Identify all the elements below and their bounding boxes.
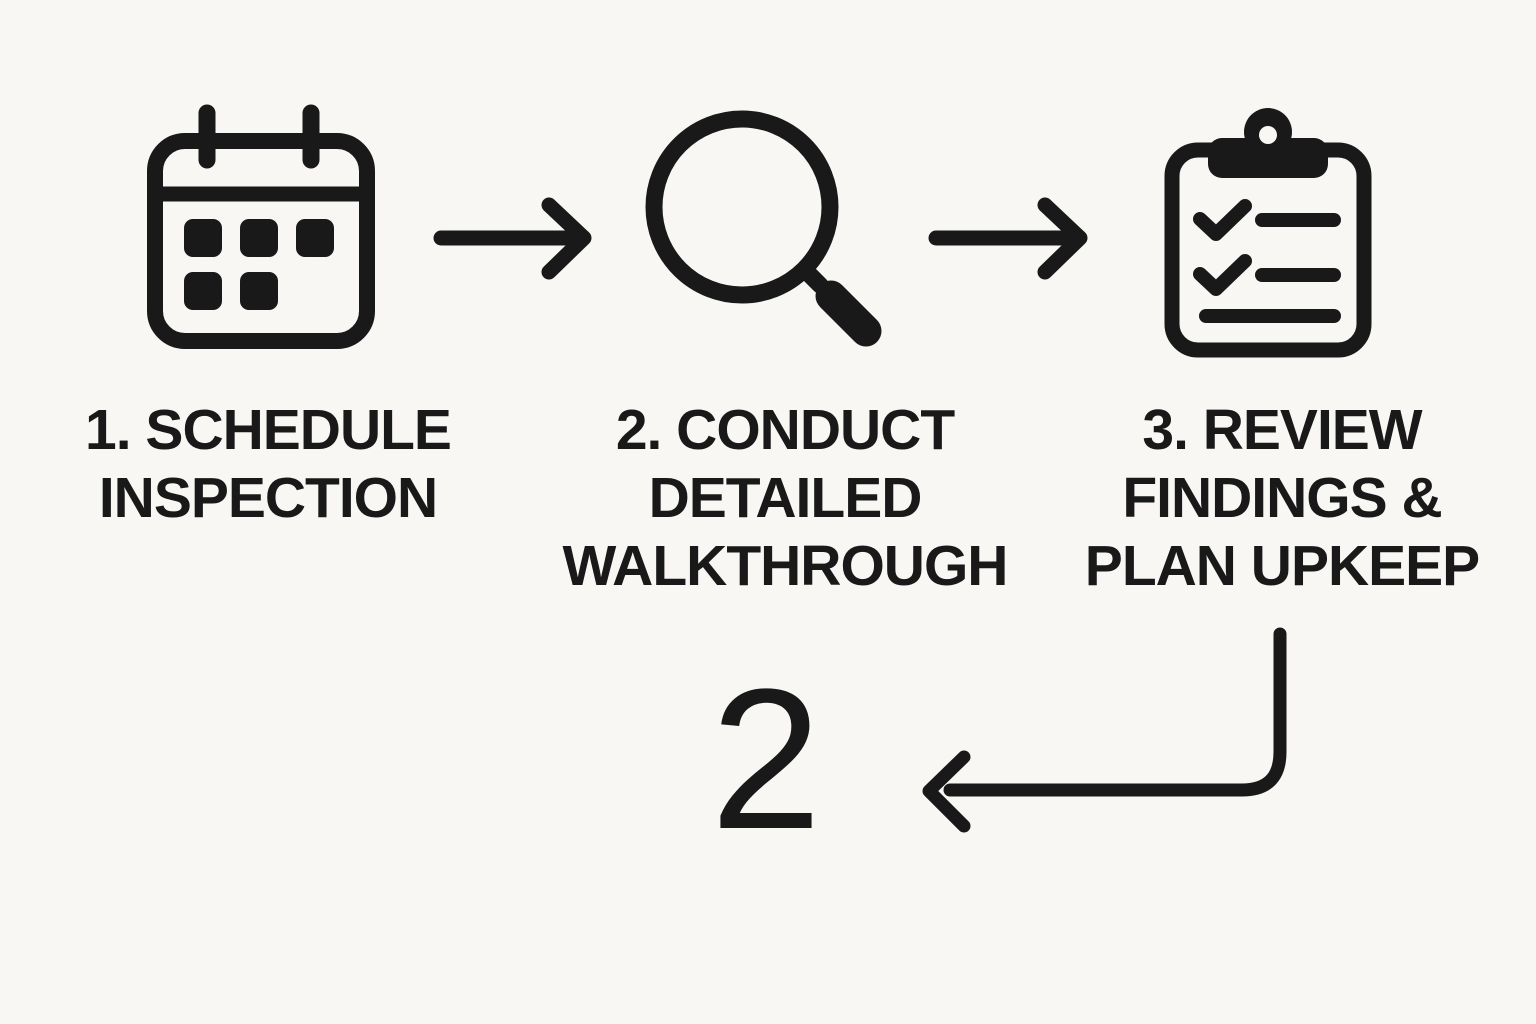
clipboard-checklist-icon — [1164, 108, 1372, 358]
magnifier-icon — [645, 110, 882, 347]
step-3-label: 3. REVIEW FINDINGS & PLAN UPKEEP — [1084, 398, 1480, 598]
step-2-label: 2. CONDUCT DETAILED WALKTHROUGH — [562, 398, 1009, 598]
arrow-right-icon — [433, 197, 592, 280]
step-1-label: 1. SCHEDULE INSPECTION — [85, 398, 452, 530]
arrow-right-icon — [928, 197, 1088, 280]
elbow-arrow-left-icon — [922, 627, 1287, 833]
calendar-icon — [147, 104, 375, 349]
page-number: 2 — [710, 648, 822, 871]
